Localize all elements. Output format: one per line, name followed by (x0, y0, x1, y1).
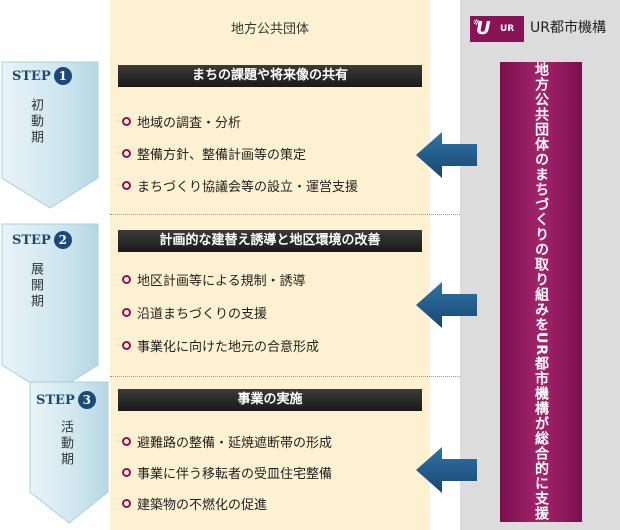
step-divider (110, 376, 460, 377)
step-2-item-text: 事業化に向けた地元の合意形成 (137, 340, 320, 355)
step-3-word: STEP (36, 392, 75, 408)
step-1-item: まちづくり協議会等の設立・運営支援 (122, 176, 358, 195)
step-2-phase: 展開期 (28, 262, 43, 310)
step-1-chevron (1, 61, 99, 209)
step-2-item: 事業化に向けた地元の合意形成 (122, 336, 319, 355)
step-2-header: 計画的な建替え誘導と地区環境の改善 (118, 230, 422, 252)
step-3-item-text: 建築物の不燃化の促進 (137, 498, 268, 513)
step-3-item: 事業に伴う移転者の受皿住宅整備 (122, 463, 332, 482)
local-government-title: 地方公共団体 (230, 22, 309, 37)
step-2-word: STEP (12, 232, 51, 248)
step-3-item-text: 避難路の整備・延焼遮断帯の形成 (137, 436, 333, 451)
step-3-label: STEP 3 (36, 391, 96, 409)
step-2-number: 2 (53, 231, 72, 249)
step-1-item-text: 地域の調査・分析 (137, 116, 242, 131)
ur-logo-text: UR (500, 24, 515, 34)
ur-logo-flower-icon: ✲ (473, 18, 480, 27)
ur-support-text-wrap: 地方公共団体のまちづくりの取り組みをUR都市機構が総合的に支援 (500, 62, 582, 522)
step-3-item-text: 事業に伴う移転者の受皿住宅整備 (137, 467, 333, 482)
step-2-item-text: 沿道まちづくりの支援 (137, 307, 268, 322)
step-2-chevron (1, 223, 99, 396)
bullet-icon (122, 341, 131, 350)
step-3-item: 建築物の不燃化の促進 (122, 494, 267, 513)
bullet-icon (122, 499, 131, 508)
bullet-icon (122, 149, 131, 158)
step-2-label: STEP 2 (12, 231, 72, 249)
step-3-number: 3 (77, 391, 96, 409)
ur-logo: ✲ U UR (470, 16, 524, 42)
step-3-header: 事業の実施 (118, 389, 422, 411)
ur-name: UR都市機構 (530, 20, 606, 36)
support-arrow-left-icon (416, 132, 477, 178)
support-arrow-left-icon (416, 447, 477, 493)
bullet-icon (122, 117, 131, 126)
step-1-label: STEP 1 (12, 67, 72, 85)
step-3-phase: 活動期 (58, 420, 73, 468)
step-1-phase: 初動期 (28, 98, 43, 146)
ur-logo-mark: U (476, 18, 491, 39)
step-2-item: 地区計画等による規制・誘導 (122, 270, 306, 289)
step-3-item: 避難路の整備・延焼遮断帯の形成 (122, 432, 332, 451)
step-3-chevron (29, 381, 109, 524)
step-1-item-text: 整備方針、整備計画等の策定 (137, 148, 307, 163)
local-government-column (110, 0, 430, 530)
ur-support-text: 地方公共団体のまちづくりの取り組みをUR都市機構が総合的に支援 (533, 62, 549, 522)
bullet-icon (122, 468, 131, 477)
step-2-item: 沿道まちづくりの支援 (122, 303, 267, 322)
step-2-item-text: 地区計画等による規制・誘導 (137, 274, 306, 289)
step-1-number: 1 (53, 67, 72, 85)
step-1-item: 整備方針、整備計画等の策定 (122, 144, 306, 163)
step-1-word: STEP (12, 68, 51, 84)
support-arrow-left-icon (416, 282, 477, 328)
bullet-icon (122, 308, 131, 317)
ur-support-bar: 地方公共団体のまちづくりの取り組みをUR都市機構が総合的に支援 (500, 62, 582, 522)
bullet-icon (122, 275, 131, 284)
bullet-icon (122, 437, 131, 446)
bullet-icon (122, 181, 131, 190)
step-1-item-text: まちづくり協議会等の設立・運営支援 (137, 180, 359, 195)
step-divider (110, 214, 460, 215)
step-1-header: まちの課題や将来像の共有 (118, 65, 422, 87)
step-1-item: 地域の調査・分析 (122, 112, 241, 131)
